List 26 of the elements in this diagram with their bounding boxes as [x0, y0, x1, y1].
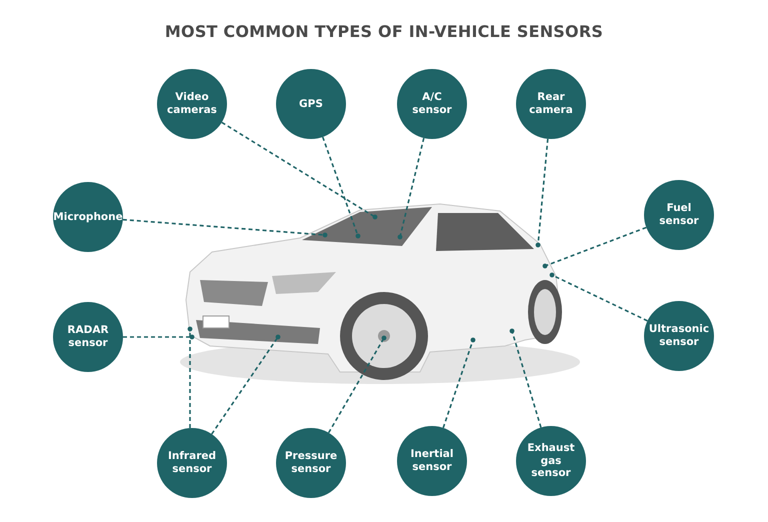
leader-line — [322, 136, 360, 238]
sensor-label: Inertial sensor — [410, 448, 454, 474]
leader-line — [542, 226, 647, 268]
leader-line — [510, 328, 542, 428]
leader-line — [550, 272, 648, 322]
sensor-label: Rear camera — [528, 91, 574, 117]
sensor-label: Exhaust gas sensor — [526, 442, 576, 480]
sensor-label: Pressure sensor — [284, 450, 338, 476]
leader-line — [122, 218, 328, 238]
title: MOST COMMON TYPES OF IN-VEHICLE SENSORS — [164, 22, 604, 41]
leader-line — [536, 138, 549, 248]
sensor-label: Ultrasonic sensor — [648, 323, 710, 349]
sensor-label: RADAR sensor — [66, 324, 110, 350]
sensor-label: Infrared sensor — [166, 450, 218, 476]
leader-line — [123, 334, 194, 340]
leader-line — [211, 334, 280, 435]
sensor-label: Microphone — [53, 210, 123, 224]
leader-line — [442, 338, 476, 428]
leader-line — [221, 122, 378, 220]
sensor-label: GPS — [298, 98, 324, 110]
sensor-label: Video cameras — [166, 91, 218, 117]
sensor-label: A/C sensor — [411, 91, 453, 117]
leader-line — [398, 138, 425, 240]
sensor-label: Fuel sensor — [658, 202, 700, 228]
leader-line — [328, 336, 386, 434]
leader-line — [188, 326, 192, 429]
